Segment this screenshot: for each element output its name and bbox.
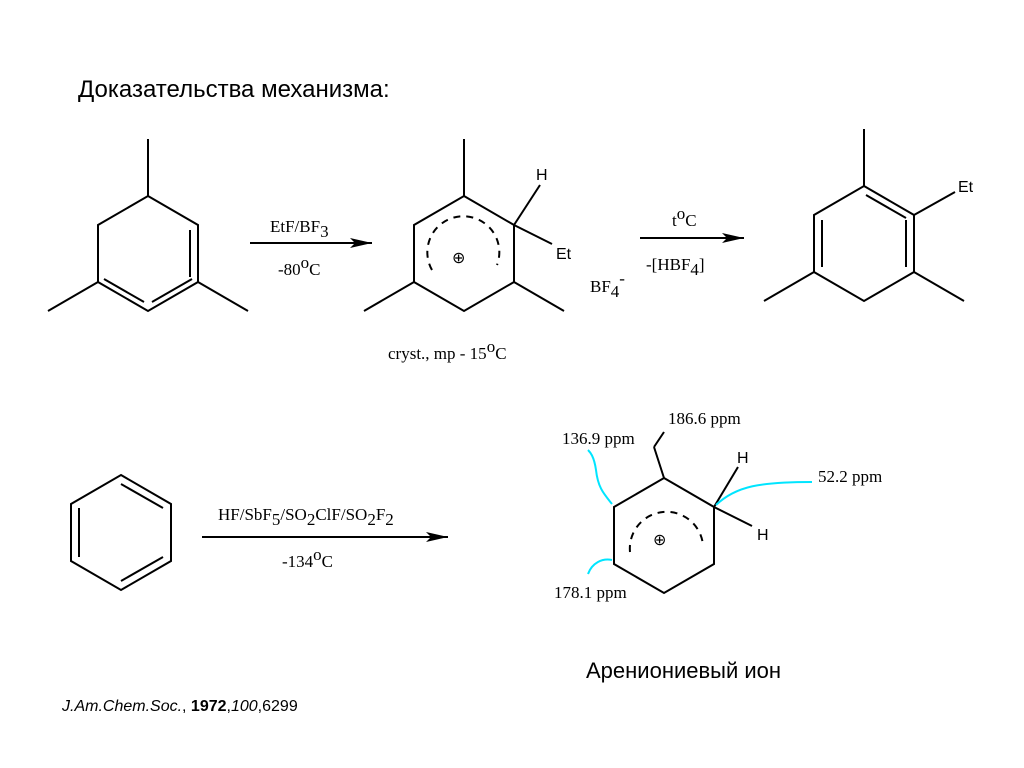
arrow2-elimination: -[HBF4] [646, 255, 705, 279]
arrow3-reagents: HF/SbF5/SO2ClF/SO2F2 [218, 505, 394, 529]
mesitylene-structure [47, 139, 249, 313]
nmr-shift-para: 186.6 ppm [668, 409, 741, 428]
ref-pages: ,6299 [257, 698, 298, 715]
literature-reference: J.Am.Chem.Soc., 1972,100,6299 [62, 698, 298, 716]
arrow2-conditions: toC [672, 204, 697, 230]
sigma-et-label: Et [556, 246, 572, 263]
arrow3-conditions: -134oC [282, 545, 333, 571]
nmr-shift-meta: 178.1 ppm [554, 583, 627, 602]
ion-h-bottom-label: H [757, 527, 769, 544]
plus-sign-1: ⊕ [452, 250, 465, 267]
nmr-shift-sp3: 52.2 ppm [818, 467, 882, 486]
ion-h-top-label: H [737, 450, 749, 467]
ref-journal: J.Am.Chem.Soc. [62, 698, 183, 715]
arrow1-conditions: -80oC [278, 253, 321, 279]
ref-volume: 100 [230, 698, 258, 715]
plus-sign-2: ⊕ [653, 532, 666, 549]
benzene-structure [70, 473, 172, 592]
sigma-h-label: H [536, 167, 548, 184]
arrow1-reagents: EtF/BF3 [270, 217, 329, 241]
arenonium-ion-structure [613, 431, 753, 595]
nmr-leader-lines [587, 449, 813, 575]
intermediate-note: cryst., mp - 15oC [388, 337, 507, 363]
nmr-shift-ortho: 136.9 ppm [562, 429, 635, 448]
ref-sep2: , [226, 698, 231, 715]
ethylmesitylene-structure [763, 129, 965, 303]
ref-year: 1972 [190, 698, 227, 715]
product-et-label: Et [958, 179, 974, 196]
slide-title: Доказательства механизма: [78, 76, 390, 103]
ref-sep1: , [182, 698, 191, 715]
counterion-bf4: BF4- [590, 269, 625, 301]
sigma-complex-structure [363, 139, 565, 313]
arenonium-caption: Арениониевый ион [586, 658, 782, 683]
